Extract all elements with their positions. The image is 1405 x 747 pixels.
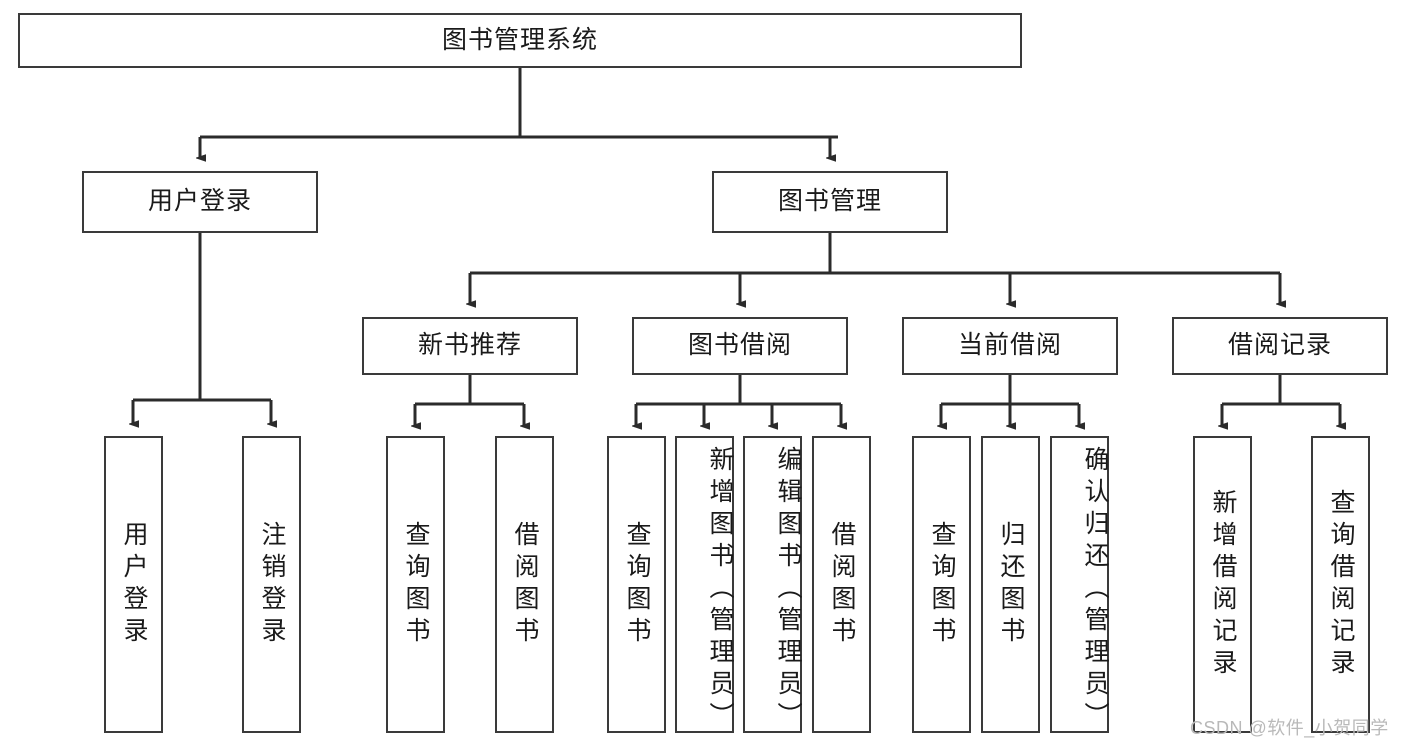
leaf-record-add-record-label: 新增借阅记录	[1209, 488, 1237, 681]
leaf-recommend-borrow-book[interactable]: 借阅图书	[495, 436, 554, 733]
leaf-record-query-record-label: 查询借阅记录	[1327, 488, 1355, 681]
node-new-book-recommend-label: 新书推荐	[417, 331, 522, 360]
leaf-user-login-login[interactable]: 用户登录	[104, 436, 163, 733]
node-book-borrow-label: 图书借阅	[687, 331, 792, 360]
leaf-borrow-add-book[interactable]: 新增图书（管理员）	[675, 436, 734, 734]
node-user-login-label: 用户登录	[147, 187, 252, 216]
watermark-text: CSDN @软件_小贺同学	[1190, 718, 1389, 738]
leaf-borrow-borrow-book[interactable]: 借阅图书	[812, 436, 871, 733]
leaf-borrow-edit-book-label: 编辑图书（管理员）	[774, 445, 802, 734]
leaf-borrow-query-book-label: 查询图书	[623, 520, 651, 649]
leaf-current-query-book[interactable]: 查询图书	[912, 436, 971, 733]
leaf-user-login-login-label: 用户登录	[120, 520, 148, 649]
leaf-current-confirm-return[interactable]: 确认归还（管理员）	[1050, 436, 1109, 734]
node-user-login[interactable]: 用户登录	[82, 171, 318, 233]
leaf-borrow-edit-book[interactable]: 编辑图书（管理员）	[743, 436, 802, 734]
leaf-borrow-borrow-book-label: 借阅图书	[828, 520, 856, 649]
leaf-record-add-record[interactable]: 新增借阅记录	[1193, 436, 1252, 733]
leaf-recommend-query-book-label: 查询图书	[402, 520, 430, 649]
node-book-management-label: 图书管理	[777, 187, 882, 216]
leaf-user-login-logout[interactable]: 注销登录	[242, 436, 301, 733]
leaf-current-confirm-return-label: 确认归还（管理员）	[1081, 445, 1109, 734]
leaf-borrow-query-book[interactable]: 查询图书	[607, 436, 666, 733]
node-book-management[interactable]: 图书管理	[712, 171, 948, 233]
leaf-record-query-record[interactable]: 查询借阅记录	[1311, 436, 1370, 733]
leaf-recommend-query-book[interactable]: 查询图书	[386, 436, 445, 733]
node-root-label: 图书管理系统	[441, 25, 598, 54]
node-current-borrow-label: 当前借阅	[957, 331, 1062, 360]
leaf-borrow-add-book-label: 新增图书（管理员）	[706, 445, 734, 734]
node-root[interactable]: 图书管理系统	[18, 13, 1022, 68]
node-book-borrow[interactable]: 图书借阅	[632, 317, 848, 375]
node-borrow-record-label: 借阅记录	[1227, 331, 1332, 360]
leaf-current-return-book-label: 归还图书	[997, 520, 1025, 649]
leaf-current-query-book-label: 查询图书	[928, 520, 956, 649]
node-borrow-record[interactable]: 借阅记录	[1172, 317, 1388, 375]
node-new-book-recommend[interactable]: 新书推荐	[362, 317, 578, 375]
leaf-current-return-book[interactable]: 归还图书	[981, 436, 1040, 733]
leaf-recommend-borrow-book-label: 借阅图书	[511, 520, 539, 649]
leaf-user-login-logout-label: 注销登录	[258, 520, 286, 649]
node-current-borrow[interactable]: 当前借阅	[902, 317, 1118, 375]
